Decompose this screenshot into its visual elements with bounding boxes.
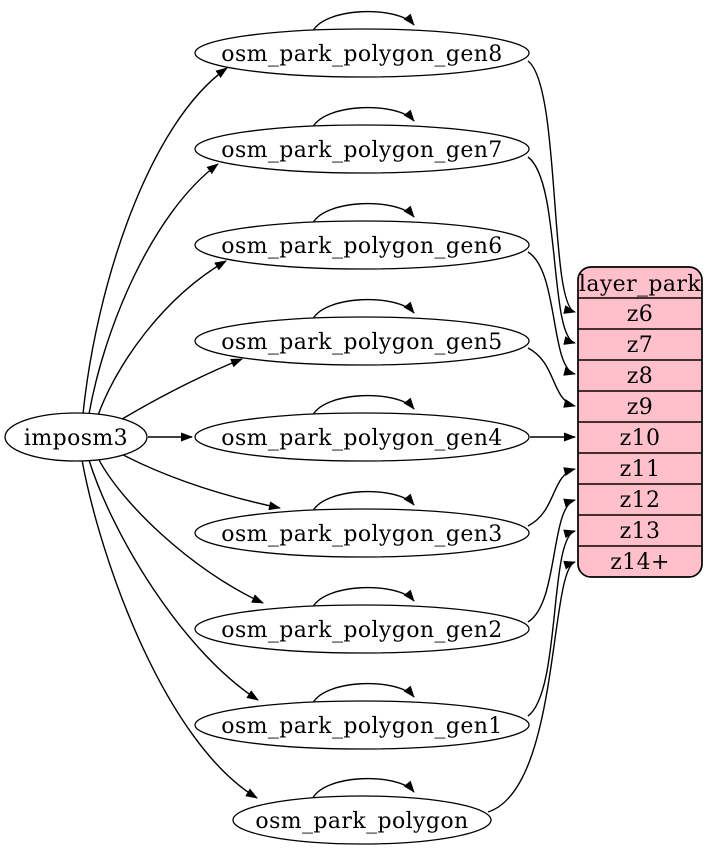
edge-osm-park-polygon-gen6-to-z8 xyxy=(527,251,576,376)
layer-row-z10-label: z10 xyxy=(620,426,661,451)
layer-row-z13-label: z13 xyxy=(620,519,661,544)
layer-row-z8-label: z8 xyxy=(627,364,653,389)
node-osm-park-polygon-gen3-shape xyxy=(194,508,530,558)
edge-osm-park-polygon-to-z14plus xyxy=(487,561,576,813)
node-osm-park-polygon-gen8-shape xyxy=(194,28,530,78)
node-osm-park-polygon-gen2-shape xyxy=(194,604,530,654)
node-osm-park-polygon-gen4: osm_park_polygon_gen4 xyxy=(194,412,530,462)
node-osm-park-polygon-gen8-label: osm_park_polygon_gen8 xyxy=(221,42,502,67)
edge-osm-park-polygon-gen6-self-loop xyxy=(311,202,415,226)
node-osm-park-polygon-gen6: osm_park_polygon_gen6 xyxy=(194,220,530,270)
edge-imposm3-to-osm-park-polygon-gen3 xyxy=(113,449,281,511)
edge-osm-park-polygon-self-loop xyxy=(311,777,415,801)
edge-osm-park-polygon-gen8-self-loop xyxy=(311,10,415,34)
node-osm-park-polygon-gen2: osm_park_polygon_gen2 xyxy=(194,604,530,654)
layer-park-header-label: layer_park xyxy=(579,272,701,297)
layer-row-z6-label: z6 xyxy=(627,302,653,327)
edge-osm-park-polygon-gen4-self-loop xyxy=(311,394,415,418)
layer-row-z14plus-label: z14+ xyxy=(610,550,670,575)
layer-row-z7-label: z7 xyxy=(627,333,653,358)
edge-osm-park-polygon-gen5-self-loop xyxy=(311,298,415,322)
node-imposm3: imposm3 xyxy=(4,412,148,462)
node-osm-park-polygon-gen6-shape xyxy=(194,220,530,270)
node-osm-park-polygon-gen1: osm_park_polygon_gen1 xyxy=(194,700,530,750)
node-osm-park-polygon: osm_park_polygon xyxy=(232,795,492,845)
node-osm-park-polygon-gen1-label: osm_park_polygon_gen1 xyxy=(221,714,502,739)
edge-imposm3-to-osm-park-polygon-gen5 xyxy=(113,358,243,425)
layer-row-z11-label: z11 xyxy=(620,457,661,482)
node-osm-park-polygon-gen7-shape xyxy=(194,124,530,174)
edge-osm-park-polygon-gen7-self-loop xyxy=(311,106,415,130)
node-osm-park-polygon-gen2-label: osm_park_polygon_gen2 xyxy=(221,618,502,643)
edge-osm-park-polygon-gen1-to-z13 xyxy=(527,529,576,717)
edge-imposm3-to-osm-park-polygon-gen2 xyxy=(96,455,264,604)
edges-layer xyxy=(81,10,576,813)
edge-osm-park-polygon-gen5-to-z9 xyxy=(527,347,576,408)
edge-imposm3-to-osm-park-polygon-gen1 xyxy=(88,459,259,701)
edge-osm-park-polygon-gen2-to-z12 xyxy=(527,498,576,623)
node-osm-park-polygon-gen5: osm_park_polygon_gen5 xyxy=(194,316,530,366)
node-osm-park-polygon-gen5-label: osm_park_polygon_gen5 xyxy=(221,330,502,355)
node-imposm3-label: imposm3 xyxy=(24,426,128,451)
node-osm-park-polygon-shape xyxy=(232,795,492,845)
edge-imposm3-to-osm-park-polygon-gen6 xyxy=(96,260,227,419)
node-osm-park-polygon-gen1-shape xyxy=(194,700,530,750)
edge-imposm3-to-osm-park-polygon-gen7 xyxy=(88,163,219,415)
edge-osm-park-polygon-gen1-self-loop xyxy=(311,682,415,706)
node-osm-park-polygon-label: osm_park_polygon xyxy=(255,809,468,834)
node-osm-park-polygon-gen3-label: osm_park_polygon_gen3 xyxy=(221,522,502,547)
layer-park-table: layer_park z6 z7 z8 z9 z10 z11 z12 z13 z… xyxy=(577,266,703,578)
layer-row-z9-label: z9 xyxy=(627,395,653,420)
edge-imposm3-to-osm-park-polygon xyxy=(81,459,258,799)
node-osm-park-polygon-gen7-label: osm_park_polygon_gen7 xyxy=(221,138,502,163)
node-osm-park-polygon-gen4-shape xyxy=(194,412,530,462)
node-osm-park-polygon-gen7: osm_park_polygon_gen7 xyxy=(194,124,530,174)
edge-osm-park-polygon-gen3-self-loop xyxy=(311,490,415,514)
edge-osm-park-polygon-gen7-to-z7 xyxy=(527,156,576,345)
edge-imposm3-to-osm-park-polygon-gen8 xyxy=(82,67,228,415)
node-osm-park-polygon-gen6-label: osm_park_polygon_gen6 xyxy=(221,234,502,259)
node-osm-park-polygon-gen4-label: osm_park_polygon_gen4 xyxy=(221,426,502,451)
node-osm-park-polygon-gen3: osm_park_polygon_gen3 xyxy=(194,508,530,558)
node-imposm3-shape xyxy=(4,412,148,462)
node-osm-park-polygon-gen8: osm_park_polygon_gen8 xyxy=(194,28,530,78)
edge-osm-park-polygon-gen8-to-z6 xyxy=(527,60,576,314)
edge-osm-park-polygon-gen2-self-loop xyxy=(311,586,415,610)
layer-row-z12-label: z12 xyxy=(620,488,661,513)
edge-osm-park-polygon-gen3-to-z11 xyxy=(527,467,576,527)
node-osm-park-polygon-gen5-shape xyxy=(194,316,530,366)
